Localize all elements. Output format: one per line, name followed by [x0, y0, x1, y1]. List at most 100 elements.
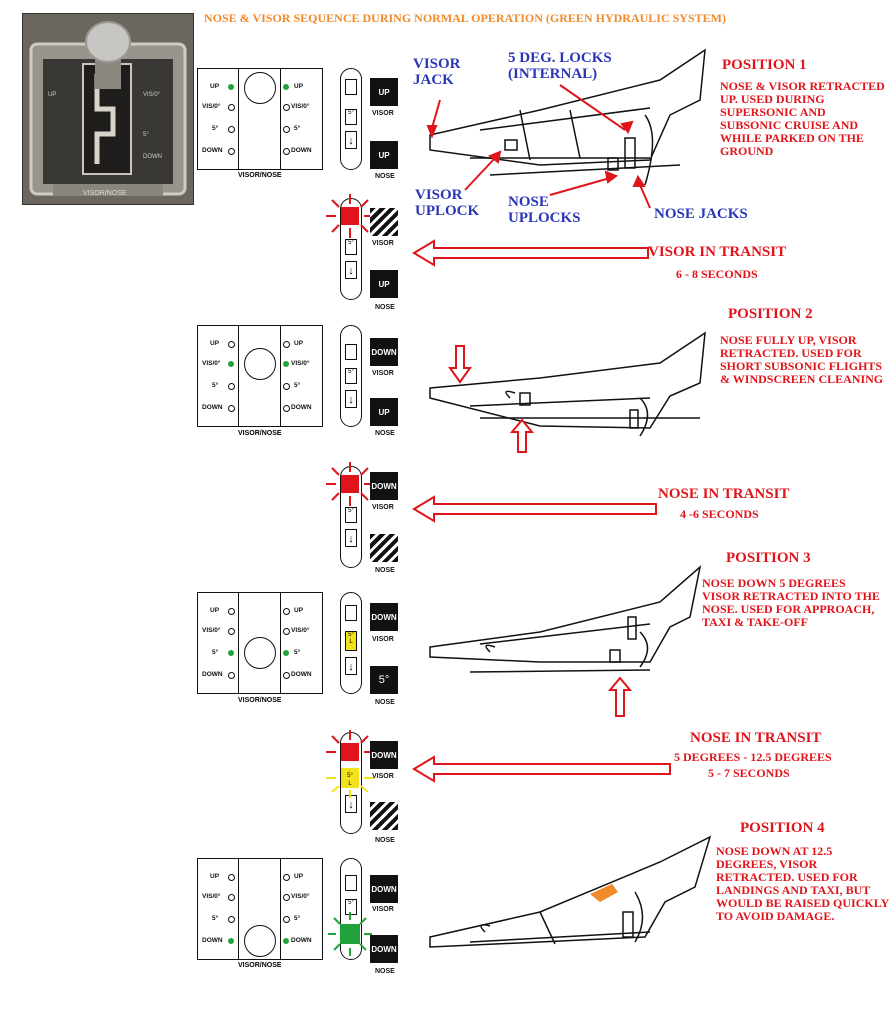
photo-label-5deg: 5° [143, 132, 149, 138]
panel-label-vis: VIS/0° [202, 103, 221, 110]
nose-flag-5deg: 5° [370, 666, 398, 694]
selector-knob [244, 925, 276, 957]
selector-knob [244, 348, 276, 380]
indicator-down-arrow: ↓ [345, 529, 357, 547]
indicator-5-label: 5° [348, 632, 354, 638]
panel-label-down: DOWN [202, 671, 223, 678]
visor-flag: DOWN [370, 741, 398, 769]
panel-label-5deg: 5° [212, 649, 219, 656]
nose-flag-label: NOSE [375, 304, 395, 311]
light [228, 126, 235, 133]
visor-flag-label: VISOR [372, 906, 394, 913]
light [228, 874, 235, 881]
panel-label-down-right: DOWN [291, 147, 312, 154]
panel-label-5deg: 5° [212, 125, 219, 132]
light [283, 672, 290, 679]
transit-2-heading: NOSE IN TRANSIT [658, 486, 790, 502]
green-light [228, 938, 234, 944]
callout-arrows [426, 84, 651, 209]
callout-visor-uplock: VISOR UPLOCK [415, 187, 480, 219]
position-4-description: NOSE DOWN AT 12.5 DEGREES, VISOR RETRACT… [716, 844, 889, 923]
red-warning-light [326, 730, 374, 761]
panel-label-up: UP [210, 83, 220, 90]
panel-label-5deg: 5° [212, 915, 219, 922]
position-3-description: NOSE DOWN 5 DEGREES VISOR RETRACTED INTO… [702, 576, 880, 629]
light [228, 672, 235, 679]
selector-lever-photo: UP VIS/0° 5° DOWN VISOR/NOSE [22, 13, 194, 205]
indicator-l-label: L [349, 639, 353, 645]
panel-label-vis-right: VIS/0° [291, 360, 310, 367]
light [283, 628, 290, 635]
light [283, 405, 290, 412]
panel-label-vis: VIS/0° [202, 893, 221, 900]
indicator-window-5deg-lit: 5°L [345, 631, 357, 651]
transit-arrow-3 [412, 755, 671, 783]
indicator-5-label: 5° [348, 110, 354, 116]
light [228, 383, 235, 390]
yellow-light-5: 5° [347, 773, 353, 779]
lever-photo-drawing [23, 14, 193, 204]
transit-arrow-2 [412, 495, 657, 523]
indicator-window-visor [345, 605, 357, 621]
light [283, 916, 290, 923]
nose-flag-hatched [370, 534, 398, 562]
visor-flag-label: VISOR [372, 504, 394, 511]
nose-flag-hatched [370, 802, 398, 830]
nose-flag-label: NOSE [375, 173, 395, 180]
transit-3-time: 5 DEGREES - 12.5 DEGREES [674, 750, 832, 764]
selector-knob [244, 637, 276, 669]
indicator-window-5deg: 5° [345, 507, 357, 523]
panel-caption: VISOR/NOSE [238, 697, 282, 704]
transit-2-time: 4 -6 SECONDS [680, 507, 759, 521]
panel-label-5deg-right: 5° [294, 125, 301, 132]
indicator-down-arrow: ↓ [345, 131, 357, 149]
transit-1-heading: VISOR IN TRANSIT [648, 244, 787, 260]
light [228, 104, 235, 111]
green-light [228, 84, 234, 90]
nose-diagram-position-4 [429, 835, 712, 948]
panel-label-5deg: 5° [212, 382, 219, 389]
visor-flag: DOWN [370, 472, 398, 500]
panel-label-up: UP [210, 607, 220, 614]
light [283, 383, 290, 390]
nose-flag: DOWN [370, 935, 398, 963]
indicator-down-arrow: ↓ [345, 657, 357, 675]
photo-label-visor-nose: VISOR/NOSE [83, 190, 127, 197]
nose-flag-label: NOSE [375, 567, 395, 574]
visor-flag-label: VISOR [372, 110, 394, 117]
panel-label-5deg-right: 5° [294, 915, 301, 922]
up-arrow-indicator [608, 676, 632, 717]
indicator-window-5deg: 5° [345, 368, 357, 384]
visor-flag: UP [370, 78, 398, 106]
indicator-window-visor [345, 875, 357, 891]
light [228, 148, 235, 155]
transit-3-time-2: 5 - 7 SECONDS [708, 766, 790, 780]
callout-5deg-locks: 5 DEG. LOCKS (INTERNAL) [508, 50, 612, 82]
indicator-window-5deg: 5° [345, 899, 357, 915]
selector-knob [244, 72, 276, 104]
nose-diagram-position-3 [429, 564, 702, 673]
visor-flag-label: VISOR [372, 240, 394, 247]
indicator-window-visor [345, 344, 357, 360]
panel-caption: VISOR/NOSE [238, 172, 282, 179]
panel-label-up-right: UP [294, 83, 304, 90]
panel-label-down: DOWN [202, 937, 223, 944]
green-light [283, 361, 289, 367]
panel-label-up-right: UP [294, 340, 304, 347]
visor-flag: DOWN [370, 875, 398, 903]
light [283, 608, 290, 615]
green-light [228, 361, 234, 367]
red-warning-light [326, 194, 374, 238]
nose-flag: UP [370, 141, 398, 169]
callout-nose-jacks: NOSE JACKS [654, 206, 748, 222]
position-1-heading: POSITION 1 [722, 57, 807, 73]
visor-flag-hatched [370, 208, 398, 236]
visor-flag-label: VISOR [372, 636, 394, 643]
selector-panel-position-1: UP VIS/0° 5° DOWN UP VIS/0° 5° DOWN [197, 68, 323, 170]
panel-label-vis: VIS/0° [202, 627, 221, 634]
selector-panel-position-2: UP VIS/0° 5° DOWN UP VIS/0° 5° DOWN [197, 325, 323, 427]
nose-diagram-position-1 [429, 48, 706, 186]
green-light [283, 650, 289, 656]
green-down-light [328, 912, 372, 956]
panel-label-up: UP [210, 340, 220, 347]
